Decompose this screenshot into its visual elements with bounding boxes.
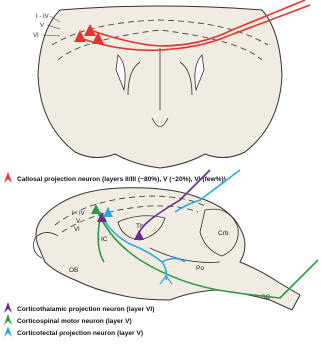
coronal-layer-label-i-iv: I - IV	[36, 14, 49, 20]
sagittal-layer-label-v: V	[76, 219, 80, 225]
sagittal-layer-label-vi: VI	[74, 227, 80, 233]
coronal-layer-label-v: V	[40, 23, 44, 29]
corticothalamic-neuron-icon	[4, 302, 12, 313]
callosal-neuron-icon	[4, 172, 12, 183]
legend-corticotectal: Corticotectal projection neuron (layer V…	[4, 326, 143, 337]
olfactory-bulb-label: OB	[69, 267, 78, 274]
legend-corticothalamic: Corticothalamic projection neuron (layer…	[4, 302, 154, 313]
legend-corticotectal-label: Corticotectal projection neuron (layer V…	[17, 330, 143, 337]
internal-capsule-label: IC	[101, 236, 108, 243]
corticospinal-neuron-icon	[4, 314, 12, 325]
coronal-layer-label-vi: VI	[33, 33, 39, 39]
legend-callosal: Callosal projection neuron (layers II/II…	[4, 172, 226, 183]
cerebellum-label: Crb	[218, 230, 229, 237]
legend-corticospinal: Corticospinal motor neuron (layer V)	[4, 314, 132, 325]
sagittal-layer-label-i-iv: I - IV	[72, 211, 85, 217]
legend-corticothalamic-label: Corticothalamic projection neuron (layer…	[17, 306, 154, 313]
legend-corticospinal-label: Corticospinal motor neuron (layer V)	[17, 318, 132, 325]
pons-label: Po	[196, 265, 204, 272]
corticotectal-neuron-icon	[4, 326, 12, 337]
sagittal-section: I - IV V VI Th IC Crb OB Po SC	[34, 170, 318, 310]
coronal-section: I - IV V VI	[33, 0, 310, 168]
legend-callosal-label: Callosal projection neuron (layers II/II…	[17, 176, 226, 183]
